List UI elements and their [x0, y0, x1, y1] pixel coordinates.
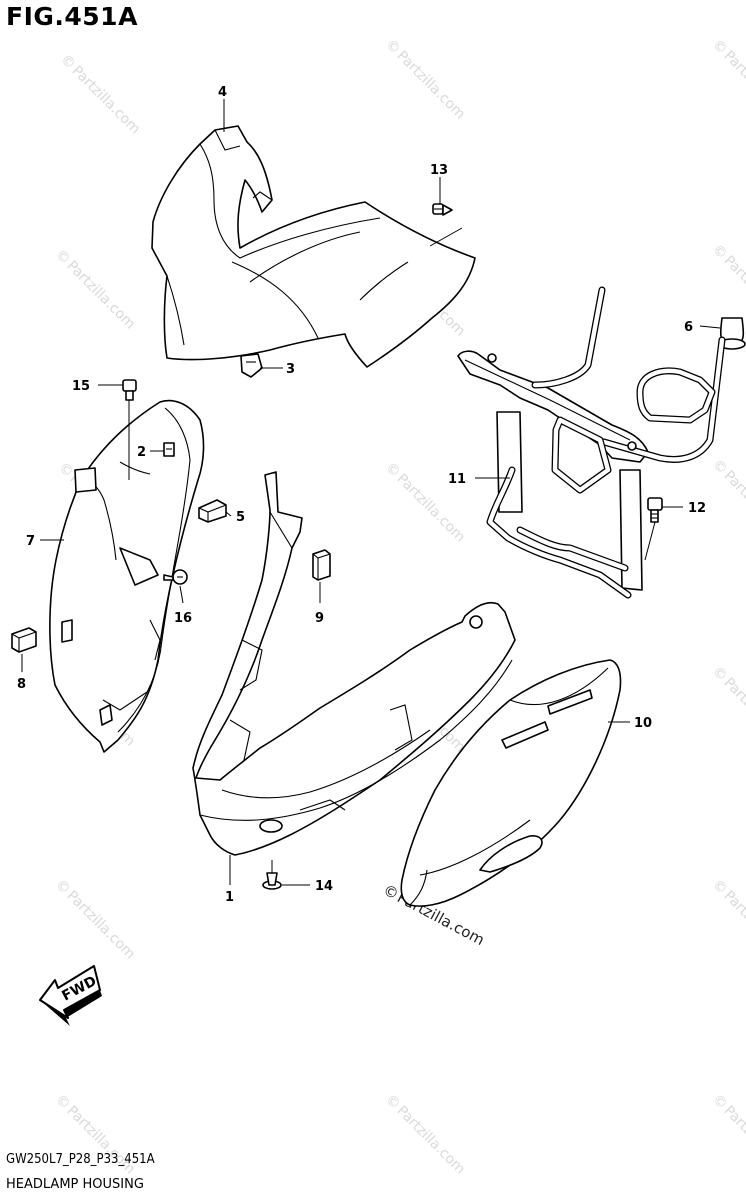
callout-1: 1: [225, 890, 234, 905]
callout-15: 15: [72, 379, 90, 394]
part-12-bolt[interactable]: [647, 497, 663, 523]
figure-code: GW250L7_P28_P33_451A: [6, 1152, 155, 1167]
callout-16: 16: [174, 611, 192, 626]
callout-3: 3: [286, 362, 295, 377]
part-10-side-cover[interactable]: [400, 659, 622, 907]
part-11-bracket[interactable]: [457, 286, 726, 599]
watermark: ©Partzilla.com: [52, 247, 138, 333]
part-1-lower-cowl[interactable]: [192, 471, 516, 856]
part-15-bolt[interactable]: [122, 379, 137, 401]
callouts: 4 13 6 3 15 2 11 12 5 7 16 9 8 10 14 1: [17, 85, 706, 905]
watermark-text: Partzilla.com: [393, 48, 468, 123]
watermark: ©Partzilla.com: [52, 877, 138, 963]
watermark-text: Partzilla.com: [720, 253, 746, 328]
watermark-symbol: ©: [380, 881, 402, 904]
part-4-upper-cowl[interactable]: [151, 125, 476, 368]
callout-10: 10: [634, 716, 652, 731]
part-9-cushion[interactable]: [312, 549, 331, 581]
part-7-inner-panel[interactable]: [49, 399, 205, 753]
callout-7: 7: [26, 534, 35, 549]
callout-11: 11: [448, 472, 466, 487]
part-14-rivet[interactable]: [262, 872, 282, 890]
callout-12: 12: [688, 501, 706, 516]
watermark: ©Partzilla.com: [709, 457, 746, 543]
part-5-cushion[interactable]: [198, 499, 227, 523]
callout-5: 5: [236, 510, 245, 525]
leader-lines: [21, 99, 721, 886]
watermark: ©Partzilla.com: [709, 1092, 746, 1178]
watermark: ©Partzilla.com: [709, 242, 746, 328]
watermark: ©Partzilla.com: [382, 37, 468, 123]
part-8-cushion[interactable]: [11, 627, 37, 653]
watermark-text: Partzilla.com: [393, 1103, 468, 1178]
watermark-text: Partzilla.com: [720, 1103, 746, 1178]
callout-8: 8: [17, 677, 26, 692]
watermark: ©Partzilla.com: [709, 37, 746, 123]
watermark-text: Partzilla.com: [720, 468, 746, 543]
watermark-text: Partzilla.com: [63, 258, 138, 333]
part-13-screw[interactable]: [432, 203, 453, 216]
figure-name: HEADLAMP HOUSING: [6, 1177, 144, 1192]
watermark-text: Partzilla.com: [720, 888, 746, 963]
part-16-screw[interactable]: [163, 569, 188, 585]
watermark: ©Partzilla.com: [382, 1092, 468, 1178]
callout-14: 14: [315, 879, 333, 894]
watermark: ©Partzilla.com: [57, 52, 143, 138]
callout-9: 9: [315, 611, 324, 626]
watermark: ©Partzilla.com: [709, 664, 746, 750]
watermark-text: Partzilla.com: [63, 888, 138, 963]
callout-4: 4: [218, 85, 227, 100]
watermark: ©Partzilla.com: [709, 877, 746, 963]
watermark-text: Partzilla.com: [720, 48, 746, 123]
callout-2: 2: [137, 445, 146, 460]
callout-13: 13: [430, 163, 448, 178]
fwd-arrow: FWD: [39, 965, 102, 1026]
watermark-text: Partzilla.com: [720, 675, 746, 750]
part-3-clip[interactable]: [240, 353, 263, 378]
figure-title: FIG.451A: [6, 2, 138, 31]
watermark-text: Partzilla.com: [68, 63, 143, 138]
part-2-nut[interactable]: [163, 442, 175, 457]
bracket-tubes: [486, 286, 726, 599]
callout-6: 6: [684, 320, 693, 335]
